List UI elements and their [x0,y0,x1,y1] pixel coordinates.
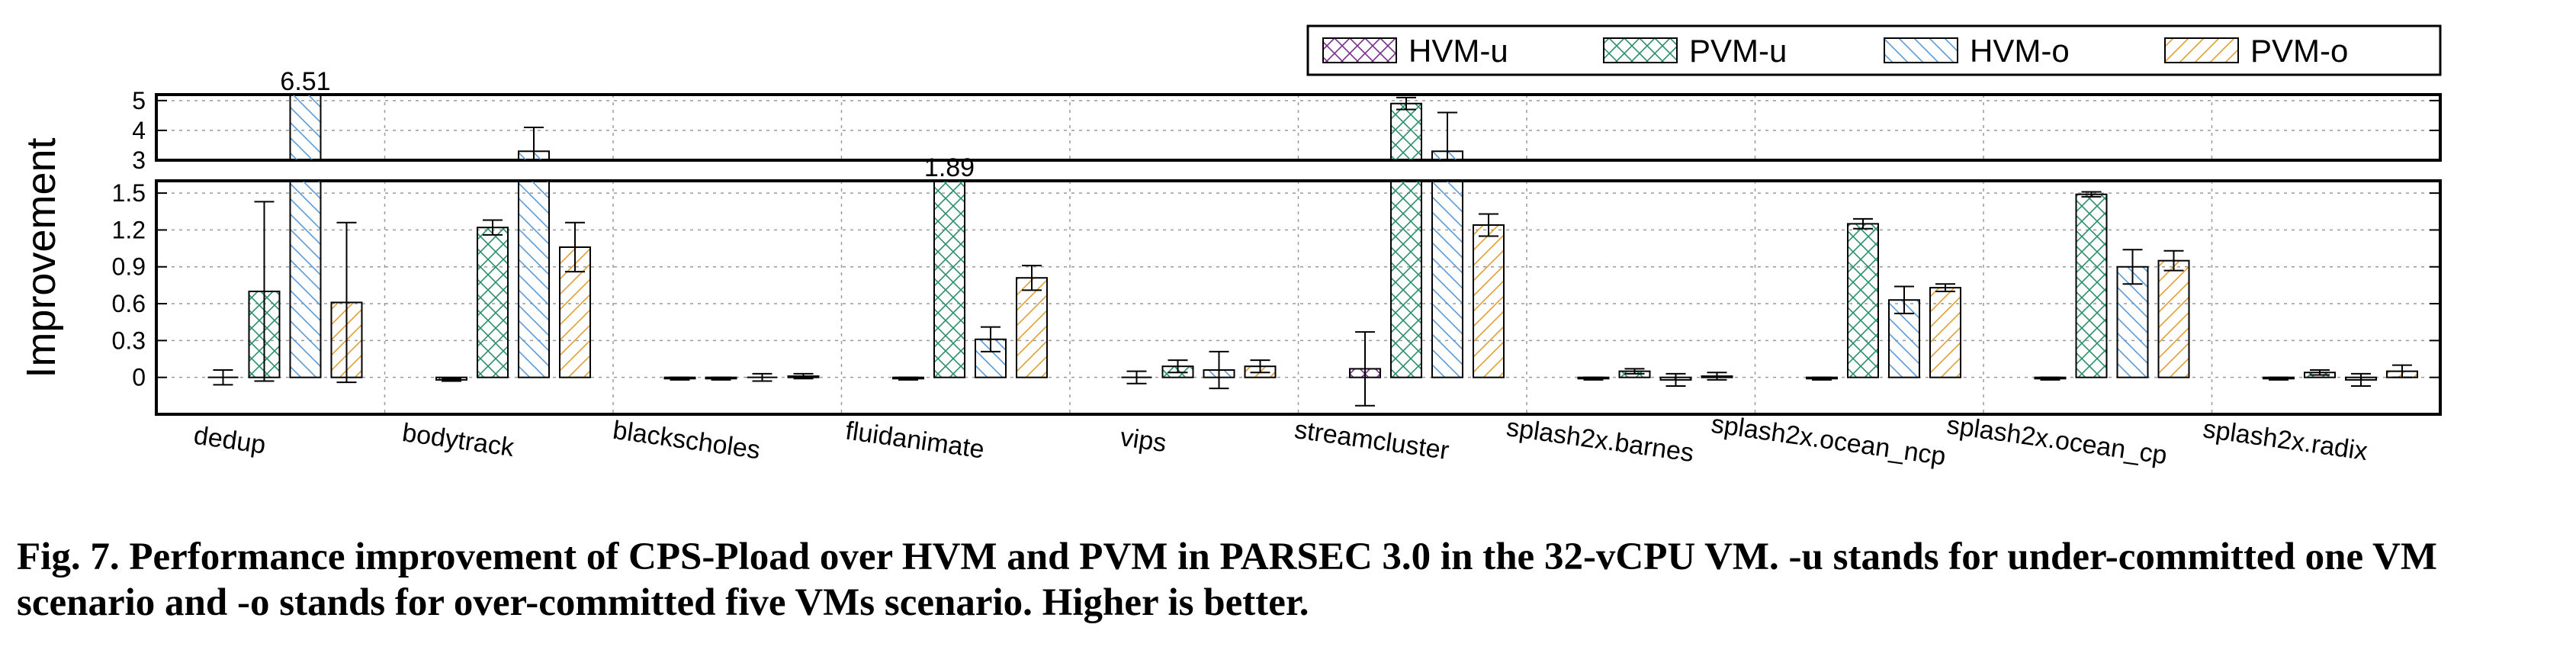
bar [477,227,509,378]
lower-panel: 0 0.3 0.6 0.9 1.2 1.5 [112,179,2442,416]
y-tick-label: 0.6 [112,290,146,317]
bar [975,338,1007,378]
bar [1390,180,1422,378]
category-label: fluidanimate [843,417,986,465]
y-tick-label: 4 [132,117,146,144]
value-label: 6.51 [280,67,330,96]
y-axis-label: Improvement [18,137,64,378]
y-tick-label: 5 [132,87,146,114]
y-tick-label: 0.9 [112,253,146,281]
bar [1431,180,1463,378]
legend-entry: PVM-o [2250,33,2348,69]
bar [289,180,322,378]
bar [1016,277,1048,378]
category-label: splash2x.ocean_cp [1945,410,2170,470]
bar [2116,265,2149,378]
legend: HVM-u PVM-u HVM-o PVM-o [1306,24,2442,76]
category-labels: dedup bodytrack blackscholes fluidanimate vi… [192,410,2369,471]
y-tick-label: 0.3 [112,327,146,354]
bar [518,180,550,378]
legend-entry: HVM-u [1408,33,1508,69]
category-label: streamcluster [1293,415,1450,465]
category-label: splash2x.barnes [1505,413,1695,468]
bar [1390,102,1422,162]
figure-caption: Fig. 7. Performance improvement of CPS-P… [17,536,2437,624]
legend-entry: PVM-u [1689,33,1787,69]
bar [1473,224,1505,378]
panel-frame [155,179,2442,416]
upper-panel: 34 5 [132,87,2442,174]
bar [1847,223,1879,378]
legend-swatch [1603,37,1678,63]
legend-box [1306,24,2442,76]
bars: 6.51 1.89 [207,67,2418,407]
y-tick-label: 3 [132,146,146,174]
category-label: splash2x.ocean_ncp [1710,410,1948,471]
legend-swatch [1322,37,1397,63]
category-label: dedup [192,421,268,460]
category-label: vips [1119,423,1168,458]
bar [2075,193,2108,378]
y-tick-label: 0 [132,364,146,391]
value-label: 1.89 [924,153,975,182]
bar [2157,259,2190,378]
y-tick-label: 1.5 [112,179,146,207]
category-label: blackscholes [611,416,762,465]
category-label: splash2x.radix [2202,414,2370,466]
bar [289,94,322,161]
legend-swatch [2164,37,2239,63]
legend-swatch [1884,37,1958,63]
y-tick-label: 1.2 [112,216,146,243]
bar [1929,287,1961,378]
legend-entry: HVM-o [1970,33,2070,69]
panel-frame [155,93,2442,162]
bar [933,180,965,378]
category-label: bodytrack [400,418,516,462]
